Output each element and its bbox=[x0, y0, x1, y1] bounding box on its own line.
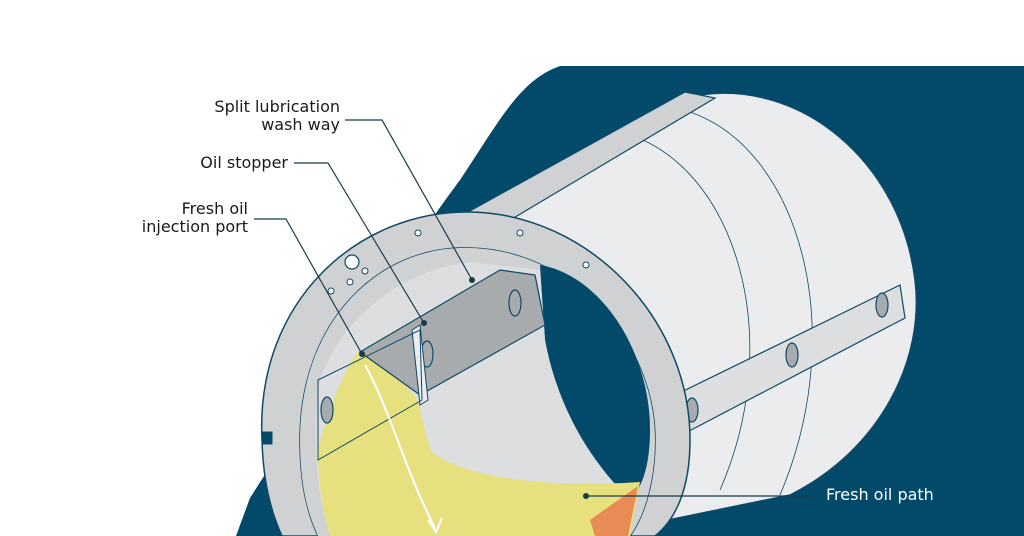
label-oil-stopper-text: Oil stopper bbox=[200, 153, 288, 172]
face-hole-3 bbox=[346, 278, 354, 286]
label-oil-path-text: Fresh oil path bbox=[826, 485, 934, 504]
oil-fill bbox=[318, 350, 640, 536]
lower-slot bbox=[317, 329, 423, 461]
lower-slot-hole bbox=[320, 396, 334, 424]
leader-oil-path-dot bbox=[583, 493, 589, 499]
face-hole-5 bbox=[414, 229, 422, 237]
side-hole-3 bbox=[875, 292, 889, 318]
side-hole-2 bbox=[785, 342, 799, 368]
label-injection-port-line-1: Fresh oil bbox=[181, 199, 248, 218]
leader-wash-way-dot bbox=[469, 277, 475, 283]
bore-opening bbox=[540, 265, 650, 500]
label-oil-stopper: Oil stopper bbox=[200, 154, 288, 172]
oil-path-arrow bbox=[364, 364, 436, 529]
body-ring-1 bbox=[609, 129, 751, 491]
label-wash-way: Split lubrication wash way bbox=[214, 98, 340, 134]
label-injection-port: Fresh oil injection port bbox=[142, 200, 248, 236]
face-notch bbox=[262, 431, 273, 445]
inner-washway bbox=[358, 269, 546, 396]
face-hole-7 bbox=[582, 261, 590, 269]
face-hole-1 bbox=[344, 254, 360, 270]
oil-edge bbox=[590, 486, 638, 536]
face-hole-6 bbox=[516, 229, 524, 237]
washway-hole-1 bbox=[508, 289, 522, 317]
leader-injection-port bbox=[254, 218, 363, 355]
body-ring-2 bbox=[689, 111, 813, 496]
oil-path-arrowhead bbox=[427, 517, 443, 535]
face-hole-2 bbox=[361, 267, 369, 275]
label-wash-way-line-2: wash way bbox=[261, 115, 340, 134]
label-wash-way-line-1: Split lubrication bbox=[214, 97, 340, 116]
leader-oil-stopper bbox=[294, 162, 425, 324]
label-injection-port-line-2: injection port bbox=[141, 217, 248, 236]
leader-wash-way bbox=[345, 119, 473, 281]
face-hole-4 bbox=[327, 287, 335, 295]
oil-stopper-bar bbox=[411, 324, 429, 406]
label-oil-path: Fresh oil path bbox=[826, 486, 934, 504]
leader-injection-port-dot bbox=[359, 351, 365, 357]
leader-oil-stopper-dot bbox=[421, 320, 427, 326]
